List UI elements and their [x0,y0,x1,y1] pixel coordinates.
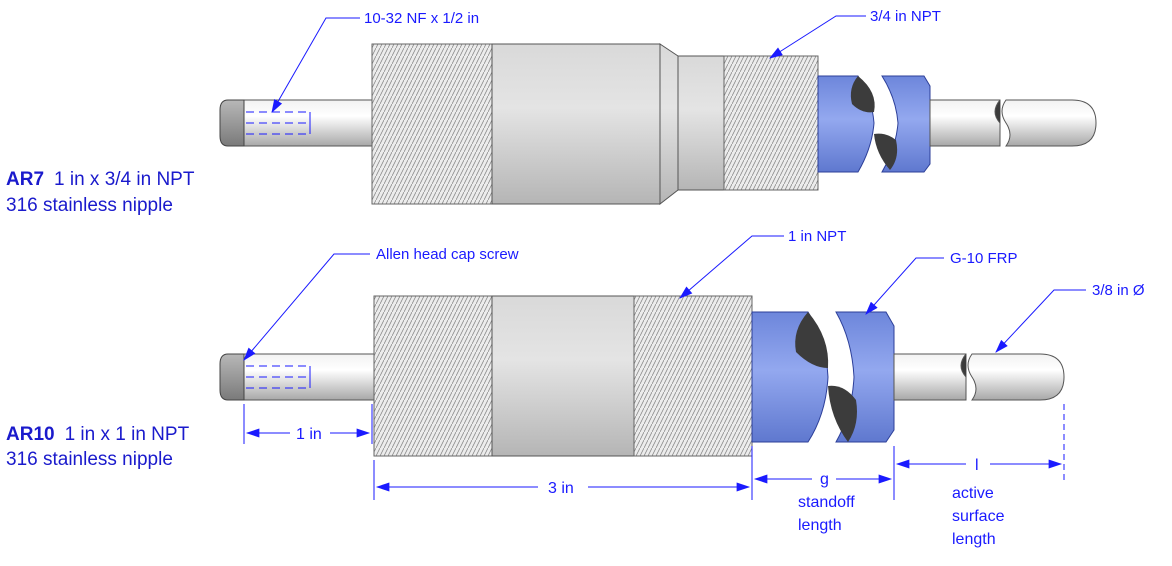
ar7-rod-tip [1001,99,1097,147]
ar10-diameter-callout-label: 3/8 in Ø [1092,282,1145,299]
ar10-hidden-thread [246,365,311,389]
dim-tip-length: 1 in [296,426,322,443]
ar7-callout-screw: 10-32 NF x 1/2 in [271,10,479,113]
ar10-cut-dark-top [795,312,829,368]
ar10-cap-screw [219,353,245,401]
ar10-npt-callout-label: 1 in NPT [788,228,846,245]
ar10-callout-npt: 1 in NPT [679,228,846,299]
dim-standoff-label-2: length [798,517,842,534]
ar10-callout-screw: Allen head cap screw [243,246,519,361]
ar7-left-thread [371,43,493,205]
ar10-left-thread [373,295,493,457]
ar7-taper [659,43,679,206]
ar10-right-rod [893,353,967,401]
ar7-cap-screw [219,99,245,147]
ar7-npt-callout-label: 3/4 in NPT [870,8,941,25]
dim-active-label-2: surface [952,508,1005,525]
ar10-callout-insulator: G-10 FRP [865,250,1018,315]
ar7-screw-callout-label: 10-32 NF x 1/2 in [364,10,479,27]
ar10-callout-diameter: 3/8 in Ø [995,282,1145,353]
ar10-left-rod [237,353,379,401]
ar10-material: 316 stainless nipple [6,449,173,470]
ar7-cut-dark-top [850,76,875,113]
ar10-screw-callout-label: Allen head cap screw [376,246,519,263]
ar10-insulator-callout-label: G-10 FRP [950,250,1018,267]
ar7-assembly [219,43,1097,206]
dim-active-label-1: active [952,485,994,502]
ar7-neck [677,55,725,191]
ar7-hex-body [491,43,661,205]
ar10-assembly [219,295,1065,457]
dim-active-label-3: length [952,531,996,548]
ar7-right-rod [929,99,1001,147]
ar7-right-thread [723,55,819,191]
ar10-right-thread [633,295,753,457]
dimension-lines [243,404,1065,500]
ar7-cut-dark-bottom [874,133,898,170]
dim-active-symbol: l [975,457,979,474]
ar7-callout-npt: 3/4 in NPT [769,8,941,59]
ar10-cut-dark-bottom [828,385,857,442]
dim-standoff-label-1: standoff [798,494,855,511]
dim-body-length: 3 in [548,480,574,497]
ar10-body [491,295,635,457]
dim-standoff-symbol: g [820,471,829,488]
ar7-material: 316 stainless nipple [6,195,173,216]
ar10-rod-tip [967,353,1065,401]
